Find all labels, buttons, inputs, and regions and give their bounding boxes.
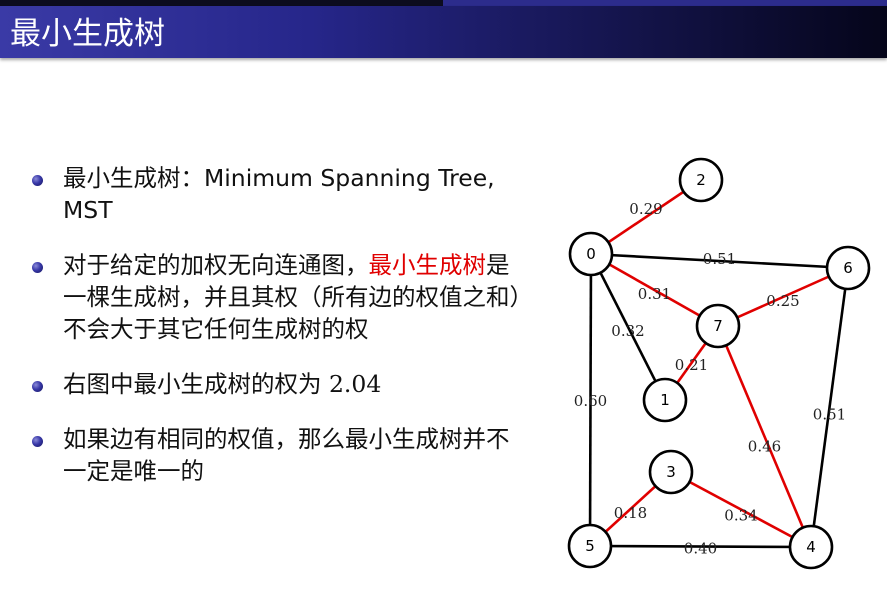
node-circle	[678, 157, 724, 203]
top-accent-bar-left	[0, 0, 443, 6]
bullet-dot-icon	[32, 175, 43, 186]
bullet-text-post: 是一棵生成树，并且其权（所有边的权值之和）不会大于其它任何生成树的权	[63, 251, 522, 343]
node-label: 6	[843, 259, 853, 277]
edge-weight-label: 0.60	[574, 392, 607, 410]
edge-0-6	[590, 252, 849, 270]
edge-weight-label: 0.51	[813, 406, 846, 424]
bullet-text: 最小生成树：Minimum Spanning Tree, MST	[63, 164, 495, 224]
edge-7-4	[716, 325, 813, 548]
node-circle	[825, 245, 871, 291]
edge-weight-label: 0.46	[748, 438, 781, 456]
bullet-item: 对于给定的加权无向连通图，最小生成树是一棵生成树，并且其权（所有边的权值之和）不…	[30, 249, 530, 345]
node-label: 3	[666, 463, 676, 481]
graph-node-2: 2	[678, 157, 724, 203]
edge-weight-label: 0.29	[629, 200, 662, 218]
edge-weight-label: 0.18	[614, 504, 647, 522]
edge-weight-label: 0.51	[703, 250, 736, 268]
edge-weight-label: 0.31	[638, 285, 671, 303]
node-circle	[648, 449, 694, 495]
slide-title-bar: 最小生成树	[0, 6, 887, 58]
top-accent-bar	[0, 0, 887, 6]
slide-title: 最小生成树	[10, 16, 165, 52]
edge-0-7	[590, 252, 719, 328]
bullet-dot-icon	[32, 381, 43, 392]
graph-node-5: 5	[567, 523, 613, 569]
node-label: 0	[586, 245, 596, 263]
bullet-text: 如果边有相同的权值，那么最小生成树并不一定是唯一的	[63, 425, 510, 485]
node-circle	[568, 231, 614, 277]
bullet-text: 右图中最小生成树的权为	[63, 370, 322, 398]
node-circle	[642, 377, 688, 423]
bullet-highlight: 最小生成树	[368, 251, 487, 279]
node-label: 2	[696, 171, 706, 189]
graph-node-0: 0	[568, 231, 614, 277]
bullet-list: 最小生成树：Minimum Spanning Tree, MST 对于给定的加权…	[30, 162, 530, 487]
edge-7-6	[717, 266, 849, 328]
node-circle	[695, 303, 741, 349]
bullet-dot-icon	[32, 262, 43, 273]
node-label: 4	[806, 538, 816, 556]
bullet-item: 如果边有相同的权值，那么最小生成树并不一定是唯一的	[30, 423, 530, 487]
edge-weight-label: 0.40	[684, 540, 717, 558]
graph-node-3: 3	[648, 449, 694, 495]
node-circle	[567, 523, 613, 569]
graph-node-7: 7	[695, 303, 741, 349]
edge-weight-label: 0.21	[675, 356, 708, 374]
edge-5-4	[589, 544, 812, 549]
bullet-item: 最小生成树：Minimum Spanning Tree, MST	[30, 162, 530, 226]
weighted-graph-diagram: 0.29 0.51 0.31 0.32 0.60 0.25 0.21 0.46 0.51 0.34…	[567, 157, 871, 570]
graph-node-4: 4	[788, 524, 834, 570]
bullet-item: 右图中最小生成树的权为 2.04	[30, 368, 530, 400]
node-label: 1	[660, 391, 670, 409]
bullet-dot-icon	[32, 436, 43, 447]
graph-node-1: 1	[642, 377, 688, 423]
edge-0-5	[588, 253, 593, 547]
graph-node-6: 6	[825, 245, 871, 291]
bullet-text-pre: 对于给定的加权无向连通图，	[63, 251, 369, 279]
node-circle	[788, 524, 834, 570]
edge-6-4	[809, 267, 850, 548]
edge-weight-label: 0.34	[724, 507, 757, 525]
edge-weight-label: 0.32	[611, 322, 644, 340]
mst-weight-value: 2.04	[328, 370, 382, 398]
edge-weight-label: 0.25	[766, 292, 799, 310]
node-label: 5	[585, 537, 595, 555]
edge-0-1	[589, 253, 667, 401]
node-label: 7	[713, 317, 723, 335]
edge-3-4	[670, 470, 812, 549]
